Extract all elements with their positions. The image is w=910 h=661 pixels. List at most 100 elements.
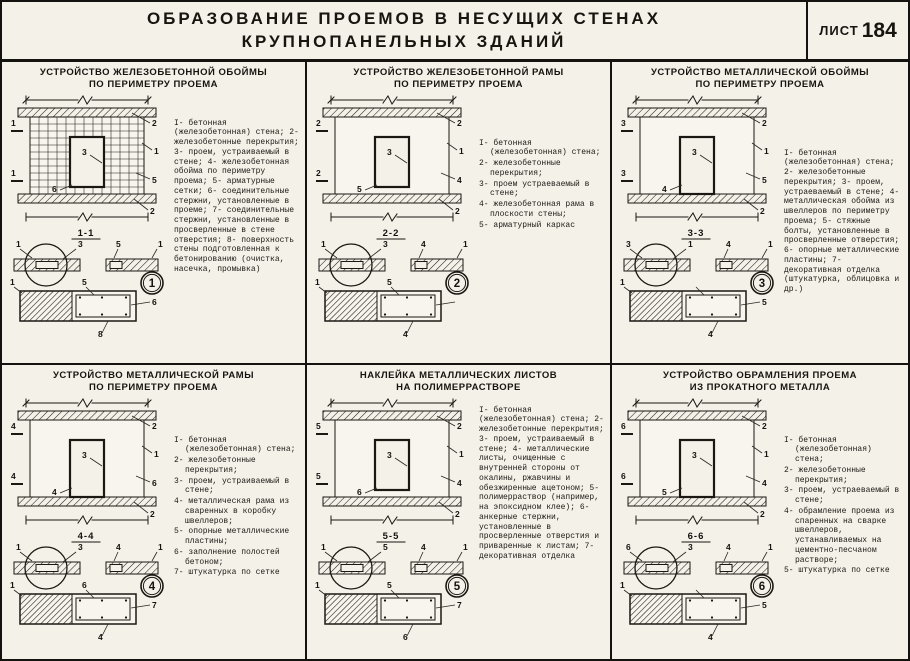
- elevation-callouts: 2 1 3 4 6 2: [357, 415, 464, 519]
- callout-label: 3: [692, 450, 697, 460]
- detail-right: 4 1: [410, 239, 468, 272]
- callout-label: 4: [662, 184, 667, 194]
- callout-label: 4: [421, 542, 426, 552]
- panel-number-badge: 4: [140, 573, 164, 598]
- floor-slab-bottom: [322, 496, 462, 507]
- legend-item: 6- заполнение полостей бетоном;: [174, 547, 280, 567]
- section-label: 3-3: [688, 228, 705, 239]
- callout-label: 2: [762, 421, 767, 431]
- cut-mark-label: 4: [11, 471, 16, 481]
- floor-slab-bottom: [17, 496, 157, 507]
- elevation-drawing: 2 2 2 1 3 4 5: [316, 94, 464, 222]
- callout-label: 1: [154, 449, 159, 459]
- floor-slab-top: [627, 410, 767, 421]
- legend-item: 3- проем, устраиваемый в стене;: [174, 476, 290, 496]
- callout-label: 2: [457, 421, 462, 431]
- elevation-drawing: 4 4 2 1 3 6 4: [11, 397, 159, 525]
- callout-label: 6: [52, 184, 57, 194]
- callout-label: 5: [762, 175, 767, 185]
- panel-number-badge: 2: [445, 270, 469, 295]
- detail-right: 4 1: [715, 239, 773, 272]
- callout-label: 1: [16, 542, 21, 552]
- panel-title-line1: УСТРОЙСТВО ЖЕЛЕЗОБЕТОННОЙ РАМЫ: [353, 67, 564, 78]
- dimension-line-bottom: [330, 514, 454, 525]
- callout-label: 1: [10, 277, 15, 287]
- panel-number-badge: 6: [750, 573, 774, 598]
- legend-item: 7- декоративная отделка: [479, 542, 595, 561]
- panel-title-line1: НАКЛЕЙКА МЕТАЛЛИЧЕСКИХ ЛИСТОВ: [359, 370, 558, 381]
- legend-item: 5- штукатурка по сетке: [784, 566, 890, 576]
- floor-slab-bottom: [17, 193, 157, 204]
- callout-label: 4: [457, 175, 462, 185]
- callout-label: 3: [78, 542, 83, 552]
- cut-mark-label: 1: [11, 168, 16, 178]
- legend-item: 6- опорные металлические пластины;: [784, 246, 900, 265]
- callout-label: 6: [403, 632, 408, 642]
- cut-mark-label: 5: [316, 471, 321, 481]
- legend-item: 5- полимерраствор (например, на эпоксидн…: [479, 483, 600, 513]
- wall-opening: [373, 438, 411, 491]
- dimension-line-top: [22, 397, 152, 408]
- callout-label: 1: [463, 542, 468, 552]
- callout-label: 1: [321, 542, 326, 552]
- panel-title-line2: ПО ПЕРИМЕТРУ ПРОЕМА: [88, 79, 219, 91]
- elevation-drawing: 6 6 2 1 3 4 5: [621, 397, 769, 525]
- callout-label: 1: [154, 146, 159, 156]
- section-details-drawing: 2-2 1 3 4: [315, 228, 469, 339]
- section-label: 6-6: [688, 531, 705, 542]
- dimension-line-top: [327, 94, 457, 105]
- callout-label: 2: [152, 118, 157, 128]
- panel-1: УСТРОЙСТВО ЖЕЛЕЗОБЕТОННОЙ ОБОЙМЫ ПО ПЕРИ…: [2, 62, 307, 365]
- panel-number: 6: [759, 581, 765, 593]
- wall-opening: [678, 135, 716, 195]
- dimension-line-bottom: [635, 211, 759, 222]
- callout-label: 3: [383, 239, 388, 249]
- callout-label: 1: [620, 580, 625, 590]
- callout-label: 6: [82, 580, 87, 590]
- dimension-line-bottom: [330, 211, 454, 222]
- callout-label: 3: [387, 147, 392, 157]
- panel-title-line2: ПО ПЕРИМЕТРУ ПРОЕМА: [88, 382, 219, 394]
- callout-label: 1: [10, 580, 15, 590]
- callout-label: 5: [762, 297, 767, 307]
- legend-item: 3- проем, устраеваемый в стене;: [784, 486, 900, 506]
- legend-item: 7- декоративная отделка (штукатурка, обл…: [784, 255, 900, 295]
- panel-legend: I- бетонная (железобетонная) стена; 2- ж…: [170, 93, 303, 363]
- panel-2: УСТРОЙСТВО ЖЕЛЕЗОБЕТОННОЙ РАМЫ ПО ПЕРИМЕ…: [307, 62, 612, 365]
- legend-item: I- бетонная (железобетонная) стена;: [784, 435, 872, 465]
- legend-item: 3- проем, устраиваемый в стене;: [174, 147, 290, 167]
- cut-mark-label: 6: [621, 421, 626, 431]
- panel-drawings: 6 6 2 1 3 4 5: [616, 396, 780, 659]
- legend-item: 2- железобетонные перекрытия;: [174, 128, 299, 148]
- panel-title-line1: УСТРОЙСТВО ЖЕЛЕЗОБЕТОННОЙ ОБОЙМЫ: [39, 67, 268, 78]
- dimension-line-top: [632, 94, 762, 105]
- panel-6: УСТРОЙСТВО ОБРАМЛЕНИЯ ПРОЕМА ИЗ ПРОКАТНО…: [612, 365, 908, 659]
- legend-item: I- бетонная (железобетонная) стена;: [479, 405, 595, 425]
- callout-label: 2: [762, 118, 767, 128]
- detail-circle: 1 5: [318, 542, 388, 590]
- callout-label: 3: [78, 239, 83, 249]
- callout-label: 2: [150, 509, 155, 519]
- floor-slab-bottom: [627, 193, 767, 204]
- cut-mark-label: 2: [316, 168, 321, 178]
- cut-mark-label: 1: [11, 118, 16, 128]
- callout-label: 1: [459, 146, 464, 156]
- panel-legend: I- бетонная (железобетонная) стена; 2- ж…: [170, 396, 303, 659]
- legend-item: I- бетонная (железобетонная) стена;: [479, 138, 601, 158]
- legend-item: I- бетонная (железобетонная) стена;: [174, 435, 296, 455]
- panel-number: 4: [149, 581, 156, 593]
- legend-item: 5- стяжные болты, установленные в просве…: [784, 216, 900, 246]
- panel-number-badge: 1: [140, 270, 164, 295]
- callout-label: 1: [16, 239, 21, 249]
- panel-title: УСТРОЙСТВО ОБРАМЛЕНИЯ ПРОЕМА ИЗ ПРОКАТНО…: [612, 365, 908, 396]
- panel-drawings: 2 2 2 1 3 4 5: [311, 93, 475, 363]
- callout-label: 4: [98, 632, 103, 642]
- legend-item: 6- анкерные стержни, установленные в про…: [479, 503, 600, 552]
- floor-slab-top: [17, 410, 157, 421]
- wall-opening: [678, 438, 716, 498]
- dimension-line-bottom: [25, 211, 149, 222]
- callout-label: 7: [152, 600, 157, 610]
- sheet-title-line2: КРУПНОПАНЕЛЬНЫХ ЗДАНИЙ: [241, 31, 567, 51]
- floor-slab-top: [322, 107, 462, 118]
- floor-slab-bottom: [627, 496, 767, 507]
